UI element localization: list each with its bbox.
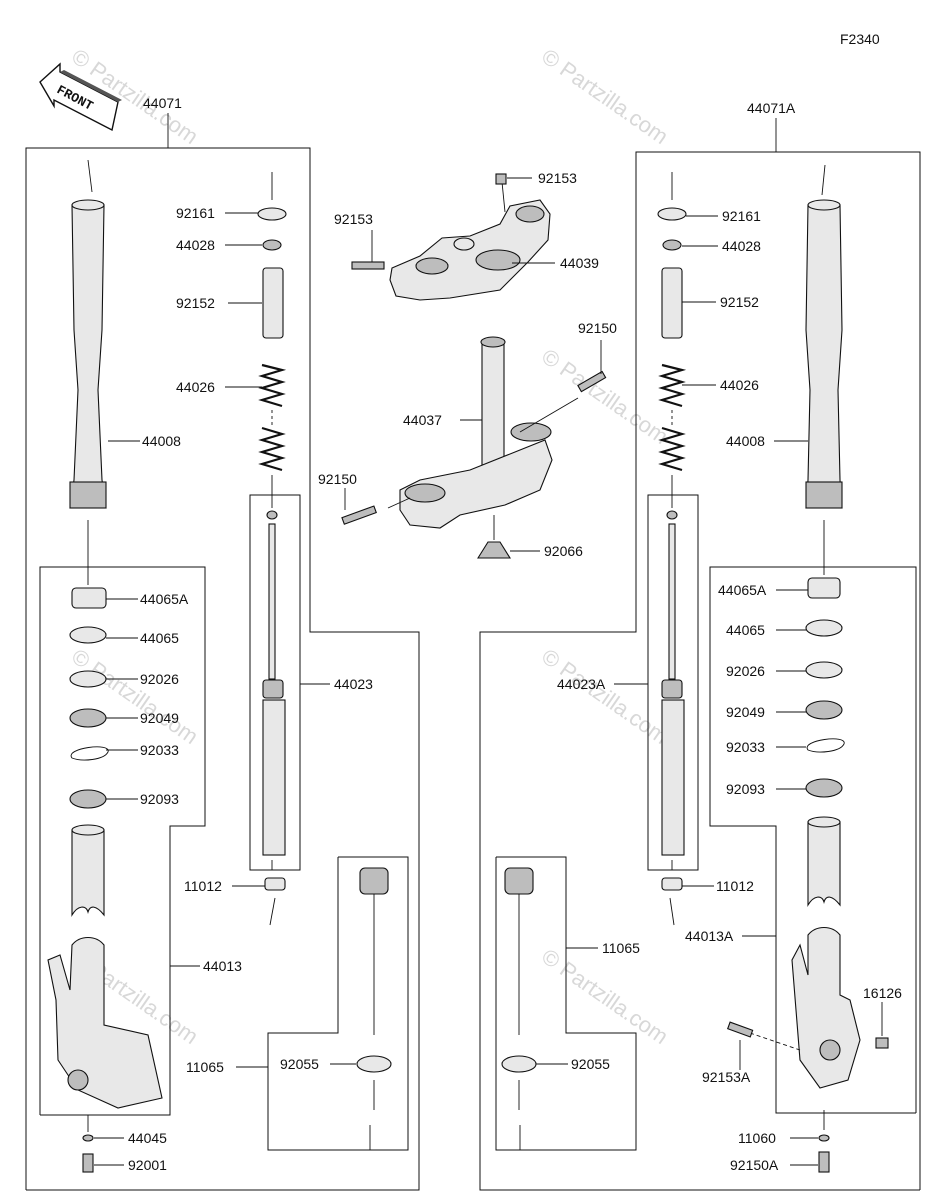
label-right-92033: 92033: [726, 739, 765, 755]
label-right-44013A: 44013A: [685, 928, 734, 944]
label-left-92001: 92001: [128, 1157, 167, 1173]
left-leader-lines: [94, 212, 356, 1166]
label-center-92150-b: 92150: [318, 471, 357, 487]
label-left-11065: 11065: [186, 1059, 224, 1075]
label-right-44026: 44026: [720, 377, 759, 393]
label-left-11012: 11012: [184, 878, 222, 894]
label-left-44028: 44028: [176, 237, 215, 253]
right-fork-parts: [501, 164, 889, 1173]
label-right-11060: 11060: [738, 1130, 776, 1146]
label-center-44037: 44037: [403, 412, 442, 428]
right-leader-lines: [536, 215, 883, 1166]
figure-code: F2340: [840, 31, 880, 47]
label-left-44013: 44013: [203, 958, 242, 974]
label-right-11012: 11012: [716, 878, 754, 894]
steering-stem-labels: 92153 92153 44039 92150 44037 92150 9206…: [318, 170, 617, 559]
label-center-92066: 92066: [544, 543, 583, 559]
right-fork-frames: [479, 118, 921, 1191]
label-left-assembly: 44071: [143, 95, 182, 111]
label-left-92033: 92033: [140, 742, 179, 758]
label-right-92161: 92161: [722, 208, 761, 224]
right-fork-labels: 44071A 92161 44028 92152 44026 44008 440…: [557, 100, 902, 1173]
watermark: © Partzilla.com: [67, 644, 203, 750]
label-left-92161: 92161: [176, 205, 215, 221]
label-right-92055: 92055: [571, 1056, 610, 1072]
label-center-92150-a: 92150: [578, 320, 617, 336]
label-right-assembly: 44071A: [747, 100, 796, 116]
label-left-44008: 44008: [142, 433, 181, 449]
watermark: © Partzilla.com: [537, 644, 673, 750]
label-left-44065A: 44065A: [140, 591, 189, 607]
steering-stem-parts: [341, 173, 607, 559]
front-direction-arrow: FRONT: [39, 62, 122, 132]
left-fork-frames: [25, 113, 420, 1191]
label-right-44065A: 44065A: [718, 582, 767, 598]
label-right-92153A: 92153A: [702, 1069, 751, 1085]
label-left-92026: 92026: [140, 671, 179, 687]
label-right-92093: 92093: [726, 781, 765, 797]
label-center-92153-a: 92153: [538, 170, 577, 186]
label-left-92152: 92152: [176, 295, 215, 311]
label-right-92150A: 92150A: [730, 1157, 779, 1173]
label-left-92055: 92055: [280, 1056, 319, 1072]
label-right-44028: 44028: [722, 238, 761, 254]
label-center-92153-b: 92153: [334, 211, 373, 227]
label-left-44023: 44023: [334, 676, 373, 692]
left-fork-parts: [47, 159, 392, 1173]
label-right-92026: 92026: [726, 663, 765, 679]
label-left-92049: 92049: [140, 710, 179, 726]
label-left-92093: 92093: [140, 791, 179, 807]
watermark: © Partzilla.com: [537, 344, 673, 450]
label-right-11065: 11065: [602, 940, 640, 956]
label-right-92152: 92152: [720, 294, 759, 310]
steering-stem-leader-lines: [344, 177, 602, 552]
label-right-44008: 44008: [726, 433, 765, 449]
label-right-16126: 16126: [863, 985, 902, 1001]
label-left-44026: 44026: [176, 379, 215, 395]
label-right-92049: 92049: [726, 704, 765, 720]
watermark: © Partzilla.com: [537, 44, 673, 150]
label-right-44023A: 44023A: [557, 676, 606, 692]
label-right-44065: 44065: [726, 622, 765, 638]
left-fork-labels: 44071 92161 44028 92152 44026 44008 4406…: [128, 95, 373, 1173]
label-left-44065: 44065: [140, 630, 179, 646]
label-left-44045: 44045: [128, 1130, 167, 1146]
label-center-44039: 44039: [560, 255, 599, 271]
